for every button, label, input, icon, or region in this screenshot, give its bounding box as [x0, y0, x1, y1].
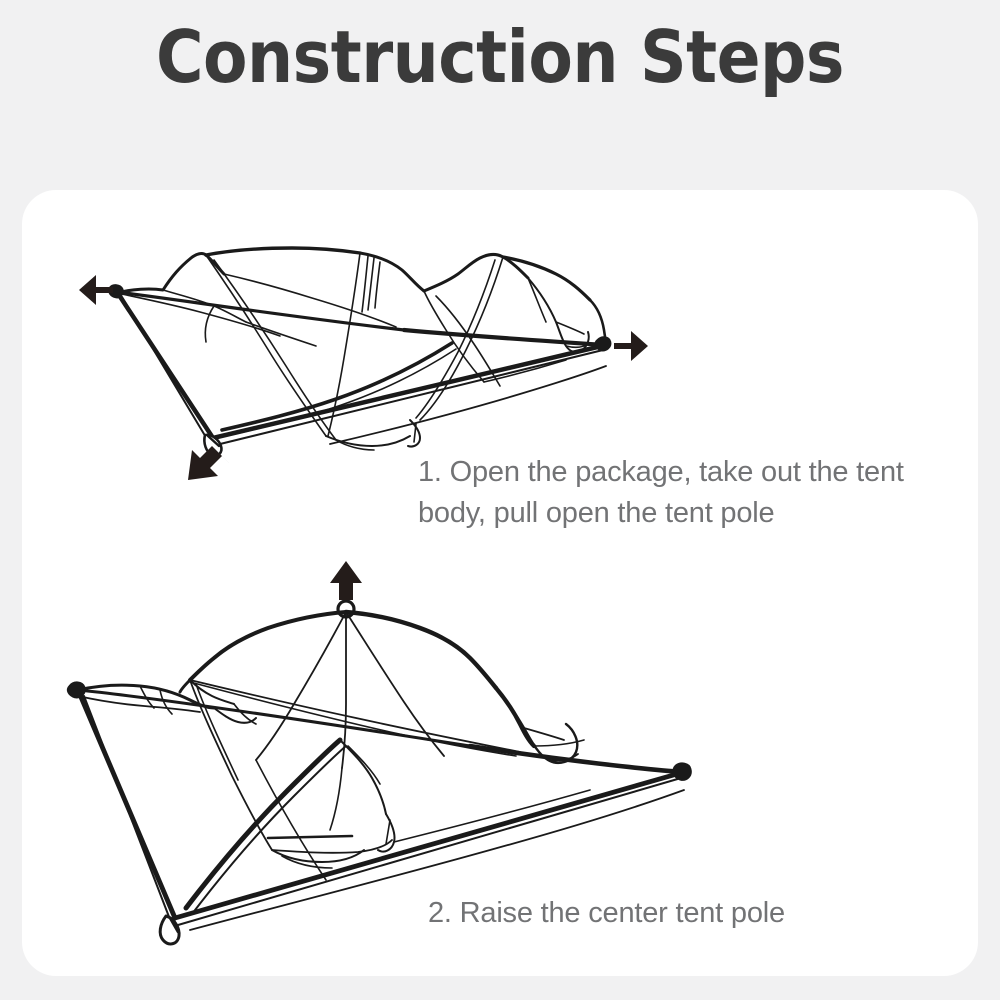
arrow-down-left [188, 446, 229, 480]
step-1-caption: 1. Open the package, take out the tent b… [418, 456, 904, 530]
raised-tent-drawing [66, 599, 692, 946]
arrow-up [330, 561, 362, 600]
step-2-caption: 2. Raise the center tent pole [428, 897, 785, 929]
arrow-left [79, 275, 113, 305]
arrow-right [614, 331, 648, 361]
page-title: Construction Steps [155, 15, 845, 99]
illustration-card [22, 190, 978, 976]
collapsed-tent-drawing [108, 246, 612, 458]
